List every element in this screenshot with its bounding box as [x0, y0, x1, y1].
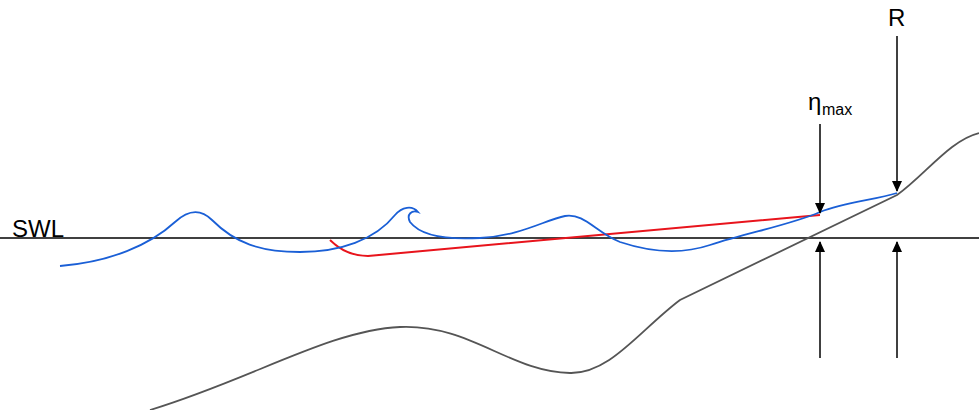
setup-line — [330, 215, 820, 256]
water-surface — [60, 193, 897, 266]
runup-label: R — [888, 6, 905, 30]
setup-subscript: max — [822, 102, 852, 118]
bed-profile — [150, 133, 979, 410]
runup-base-arrow — [896, 242, 898, 358]
setup-arrow — [819, 124, 821, 213]
setup-symbol: η — [808, 90, 821, 114]
setup-base-arrow — [819, 242, 821, 358]
water-level-label: SWL — [12, 217, 64, 241]
runup-arrow — [896, 36, 898, 191]
